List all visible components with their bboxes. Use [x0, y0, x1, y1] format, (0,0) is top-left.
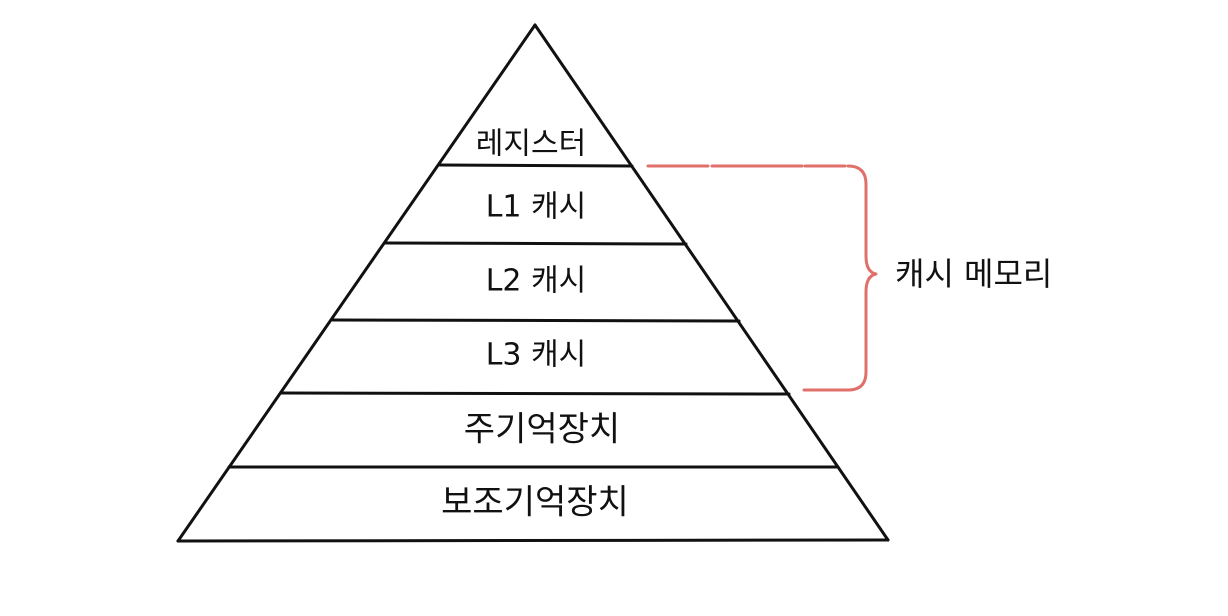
divider-l2-l3 — [331, 318, 741, 323]
level-label-l2-cache: L2 캐시 — [486, 264, 587, 299]
level-label-secondary-storage: 보조기억장치 — [441, 483, 629, 523]
level-label-l3-cache: L3 캐시 — [486, 338, 587, 373]
cache-bracket: 캐시 메모리 — [646, 164, 1052, 392]
divider-l3-main — [279, 391, 791, 396]
level-label-register: 레지스터 — [476, 127, 586, 162]
pyramid — [176, 23, 890, 543]
divider-register-l1 — [438, 163, 634, 168]
level-label-main-memory: 주기억장치 — [464, 410, 620, 450]
level-labels: 레지스터 L1 캐시 L2 캐시 L3 캐시 주기억장치 보조기억장치 — [441, 127, 629, 523]
pyramid-left-edge — [176, 23, 537, 543]
pyramid-base — [176, 538, 890, 543]
pyramid-right-edge — [533, 23, 890, 542]
level-dividers — [227, 163, 840, 469]
divider-l1-l2 — [384, 241, 688, 246]
cache-memory-label: 캐시 메모리 — [895, 255, 1052, 293]
level-label-l1-cache: L1 캐시 — [486, 190, 587, 225]
curly-brace — [846, 164, 878, 392]
